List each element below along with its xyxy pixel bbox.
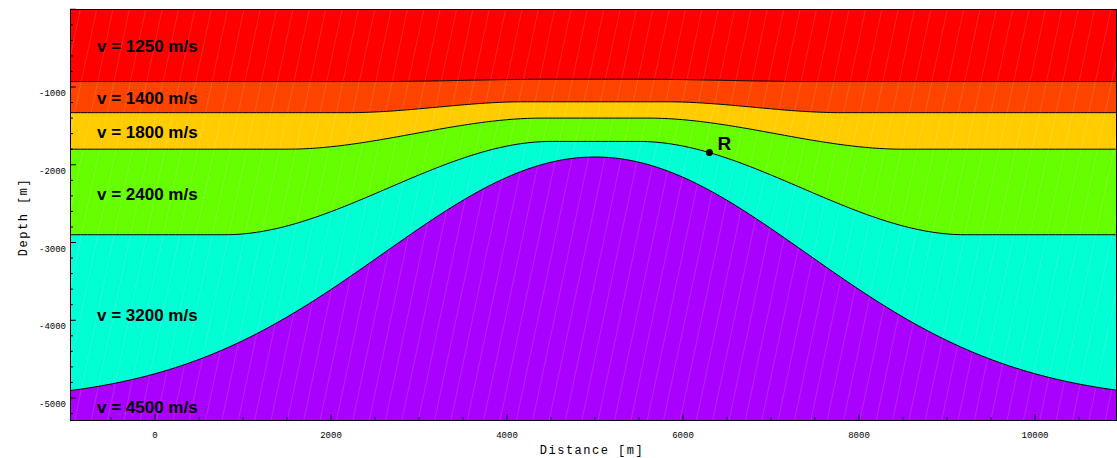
axis-tick xyxy=(70,118,73,119)
axis-tick xyxy=(70,24,73,25)
axis-tick xyxy=(70,164,76,165)
axis-tick xyxy=(70,133,73,134)
axis-tick xyxy=(70,289,73,290)
axis-tick xyxy=(375,417,376,420)
velocity-label: v = 2400 m/s xyxy=(97,185,198,205)
axis-tick xyxy=(683,414,684,420)
distance-tick-label: 8000 xyxy=(848,431,870,441)
velocity-label: v = 4500 m/s xyxy=(97,398,198,418)
hatch-texture xyxy=(70,9,1116,420)
label-holder: 4000 xyxy=(496,424,518,442)
axis-tick xyxy=(70,55,73,56)
axis-tick xyxy=(70,258,73,259)
axis-tick xyxy=(70,149,73,150)
axis-tick xyxy=(70,273,73,274)
axis-tick xyxy=(70,211,73,212)
axis-tick xyxy=(111,417,112,420)
axis-tick xyxy=(70,398,76,399)
interface-line xyxy=(70,157,1116,391)
axis-tick xyxy=(859,414,860,420)
axis-tick xyxy=(70,9,76,10)
axis-tick xyxy=(70,304,73,305)
axis-tick xyxy=(70,366,73,367)
receiver-dot xyxy=(706,149,713,156)
velocity-label: v = 1400 m/s xyxy=(97,89,198,109)
axis-title: Distance [m] xyxy=(540,444,644,458)
axis-tick xyxy=(70,195,73,196)
depth-tick-label: -5000 xyxy=(39,400,66,410)
interface-line xyxy=(70,79,1116,81)
axis-tick xyxy=(70,382,73,383)
axis-tick xyxy=(70,335,73,336)
axis-tick xyxy=(199,417,200,420)
axis-tick xyxy=(991,417,992,420)
axis-tick xyxy=(70,413,73,414)
label-holder: R xyxy=(717,133,731,155)
axis-tick xyxy=(463,417,464,420)
plot-frame xyxy=(71,10,1117,421)
axis-tick xyxy=(1079,417,1080,420)
axis-tick xyxy=(70,102,73,103)
axis-tick xyxy=(903,417,904,420)
axis-tick xyxy=(243,417,244,420)
axis-tick xyxy=(639,417,640,420)
axis-tick xyxy=(1035,414,1036,420)
axis-tick xyxy=(155,414,156,420)
label-holder: -5000 xyxy=(39,393,66,411)
label-holder: 6000 xyxy=(672,424,694,442)
axis-tick xyxy=(771,417,772,420)
distance-tick-label: 4000 xyxy=(496,431,518,441)
velocity-label: v = 3200 m/s xyxy=(97,306,198,326)
axis-tick xyxy=(551,417,552,420)
label-holder: Distance [m] xyxy=(540,440,644,458)
receiver-label: R xyxy=(717,133,731,155)
axis-tick xyxy=(70,242,76,243)
label-holder: 0 xyxy=(152,424,157,442)
label-holder: Depth [m] xyxy=(13,178,31,256)
axis-tick xyxy=(70,180,73,181)
label-holder: -2000 xyxy=(39,160,66,178)
distance-tick-label: 10000 xyxy=(1021,431,1048,441)
axis-tick xyxy=(947,417,948,420)
interface-line xyxy=(70,141,1116,234)
label-holder: 10000 xyxy=(1021,424,1048,442)
distance-tick-label: 0 xyxy=(152,431,157,441)
distance-tick-label: 2000 xyxy=(320,431,342,441)
distance-tick-label: 6000 xyxy=(672,431,694,441)
axis-tick xyxy=(419,417,420,420)
velocity-label: v = 1800 m/s xyxy=(97,123,198,143)
axis-tick xyxy=(727,417,728,420)
interface-line xyxy=(70,118,1116,149)
axis-tick xyxy=(70,87,76,88)
axis-tick xyxy=(70,40,73,41)
interface-line xyxy=(70,102,1116,113)
depth-tick-label: -1000 xyxy=(39,89,66,99)
axis-tick xyxy=(70,71,73,72)
axis-tick xyxy=(70,320,76,321)
label-holder: -4000 xyxy=(39,315,66,333)
axis-tick xyxy=(507,414,508,420)
label-holder: -3000 xyxy=(39,238,66,256)
axis-tick xyxy=(70,226,73,227)
axis-tick xyxy=(595,417,596,420)
depth-tick-label: -2000 xyxy=(39,167,66,177)
axis-tick xyxy=(815,417,816,420)
velocity-label: v = 1250 m/s xyxy=(97,37,198,57)
label-holder: 8000 xyxy=(848,424,870,442)
axis-tick xyxy=(287,417,288,420)
axis-tick xyxy=(331,414,332,420)
depth-tick-label: -3000 xyxy=(39,245,66,255)
depth-tick-label: -4000 xyxy=(39,322,66,332)
label-holder: -1000 xyxy=(39,82,66,100)
axis-tick xyxy=(70,351,73,352)
axis-title: Depth [m] xyxy=(17,178,31,256)
label-holder: 2000 xyxy=(320,424,342,442)
